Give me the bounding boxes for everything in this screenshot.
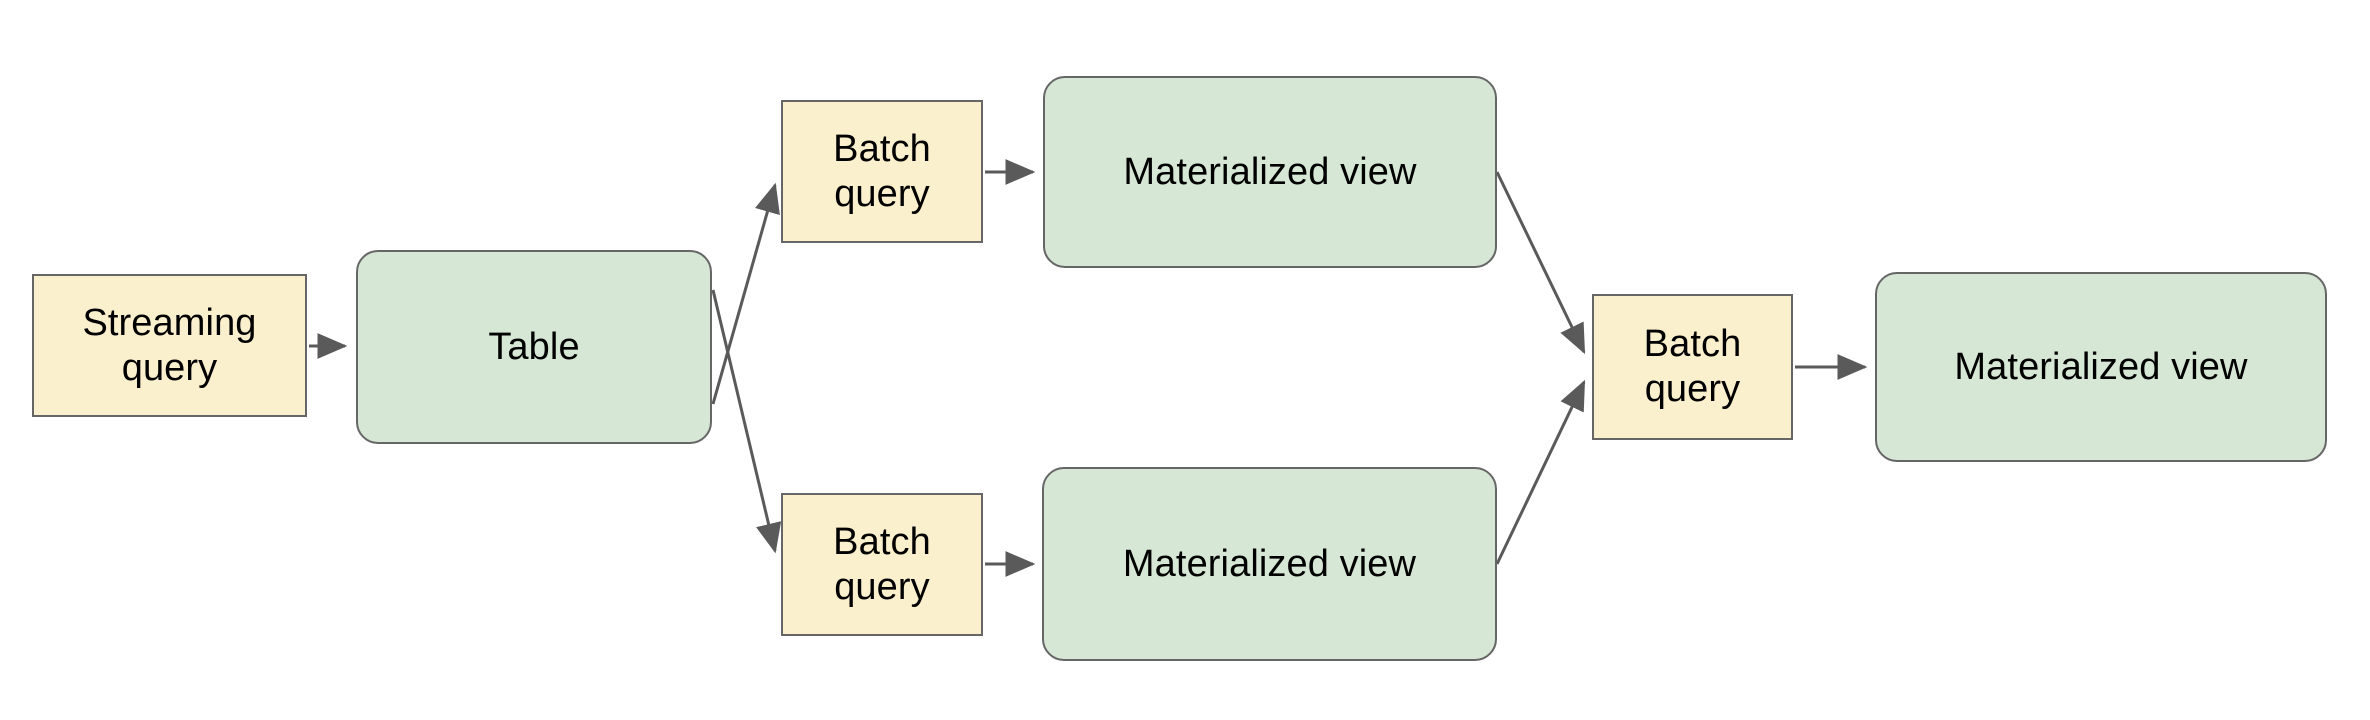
node-batch-query-top[interactable]: Batch query — [781, 100, 983, 243]
node-label-streaming-query: Streaming query — [82, 301, 257, 389]
node-label-batch-query-top: Batch query — [833, 127, 931, 215]
edge-mv-top-to-batch-right — [1495, 171, 1586, 355]
node-label-materialized-view-top: Materialized view — [1123, 150, 1417, 193]
node-materialized-view-right[interactable]: Materialized view — [1875, 272, 2327, 462]
node-label-materialized-view-right: Materialized view — [1954, 345, 2248, 388]
node-materialized-view-top[interactable]: Materialized view — [1043, 76, 1497, 268]
node-label-table: Table — [488, 325, 580, 368]
edge-mv-bottom-to-batch-right — [1495, 379, 1586, 565]
node-label-batch-query-right: Batch query — [1643, 323, 1742, 410]
node-table[interactable]: Table — [356, 250, 712, 444]
node-batch-query-bottom[interactable]: Batch query — [781, 493, 983, 636]
edge-table-to-batch-bottom — [711, 289, 782, 554]
node-batch-query-right[interactable]: Batch query — [1592, 294, 1793, 440]
node-label-batch-query-bottom: Batch query — [833, 520, 931, 608]
node-streaming-query[interactable]: Streaming query — [32, 274, 307, 417]
node-materialized-view-bottom[interactable]: Materialized view — [1042, 467, 1497, 661]
node-label-materialized-view-bottom: Materialized view — [1122, 542, 1417, 585]
edge-table-to-batch-top — [711, 182, 780, 405]
